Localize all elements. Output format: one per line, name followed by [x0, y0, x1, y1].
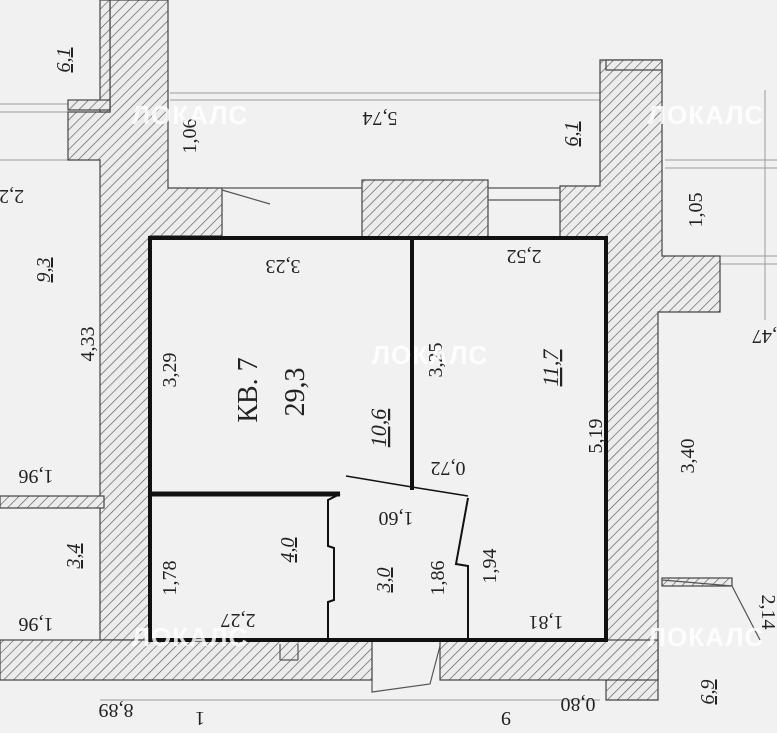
- partition-hall: [454, 497, 469, 640]
- dim-3-25: 3,25: [425, 343, 447, 378]
- watermark-top-left: ЛОКАЛС: [132, 100, 248, 130]
- dim-3-40: 3,40: [677, 439, 699, 474]
- wall-left-stub: [67, 99, 111, 111]
- dim-4-33: 4,33: [77, 327, 99, 362]
- dim-9: 9: [501, 707, 511, 729]
- wall-bottom-left: [0, 639, 373, 681]
- area-kitchen: 10,6: [366, 409, 391, 448]
- dim-1-96-b: 1,96: [19, 613, 54, 635]
- wall-right-cap: [605, 59, 663, 71]
- dim-2-2: 2,2: [0, 185, 24, 207]
- area-left-low: 3,4: [63, 544, 85, 570]
- watermarks: ЛОКАЛС ЛОКАЛС ЛОКАЛС ЛОКАЛС ЛОКАЛС: [132, 100, 764, 652]
- dim-1-05: 1,05: [685, 193, 707, 228]
- dim-8-89: 8,89: [99, 699, 134, 721]
- dim-1-06: 1,06: [179, 119, 201, 154]
- dim-1-81: 1,81: [529, 611, 564, 633]
- apartment-outline: [148, 236, 608, 642]
- wall-bottom-right: [439, 639, 659, 681]
- dim-5-19: 5,19: [585, 419, 607, 454]
- dim-1-86: 1,86: [427, 561, 449, 596]
- dim-1-60: 1,60: [379, 507, 414, 529]
- wall-bottom-right-stub: [661, 577, 733, 587]
- area-bath: 4,0: [277, 538, 299, 563]
- watermark-center: ЛОКАЛС: [372, 340, 488, 370]
- watermark-top-right: ЛОКАЛС: [648, 100, 764, 130]
- area-left-top: 6,1: [53, 48, 75, 73]
- wall-top-middle: [361, 179, 489, 239]
- partition-bath: [327, 493, 341, 640]
- dim-3-23: 3,23: [266, 255, 301, 277]
- dim-3-29: 3,29: [159, 353, 181, 388]
- apartment-border: [148, 236, 608, 642]
- dim-47: ,47: [752, 325, 777, 347]
- watermark-bottom-right: ЛОКАЛС: [648, 622, 764, 652]
- wall-right: [559, 59, 721, 701]
- dim-5-74: 5,74: [363, 107, 398, 129]
- openings: [221, 187, 761, 693]
- apt-title: КВ. 7: [233, 357, 264, 422]
- apt-total-area: 29,3: [280, 368, 311, 417]
- dim-0-72: 0,72: [431, 457, 466, 479]
- wall-left-column: [99, 0, 111, 113]
- walls: [0, 0, 733, 701]
- area-room-main: 11,7: [538, 349, 563, 387]
- partition-corridor-top: [345, 475, 469, 497]
- dim-1-94: 1,94: [479, 549, 501, 584]
- watermark-bottom-left: ЛОКАЛС: [132, 622, 248, 652]
- dim-1-78: 1,78: [159, 561, 181, 596]
- dim-1-96-a: 1,96: [19, 465, 54, 487]
- dim-2-14: 2,14: [757, 595, 777, 630]
- dim-1: 1: [195, 707, 205, 729]
- area-hall: 3,0: [373, 568, 395, 594]
- dimension-labels: 5,74 1,06 1,05 2,2 4,33 1,96 1,96 3,23 2…: [0, 107, 777, 729]
- dim-2-27: 2,27: [221, 609, 256, 631]
- area-labels: КВ. 7 29,3 11,7 10,6 4,0 3,0 6,1 9,3 3,4…: [33, 48, 719, 705]
- wall-left-partition: [0, 495, 105, 509]
- dim-2-52: 2,52: [507, 245, 542, 267]
- area-bottom-right: 6,9: [697, 680, 719, 705]
- dim-0-80: 0,80: [561, 693, 596, 715]
- area-left-mid: 9,3: [33, 258, 55, 283]
- area-top-right: 6,1: [561, 122, 583, 147]
